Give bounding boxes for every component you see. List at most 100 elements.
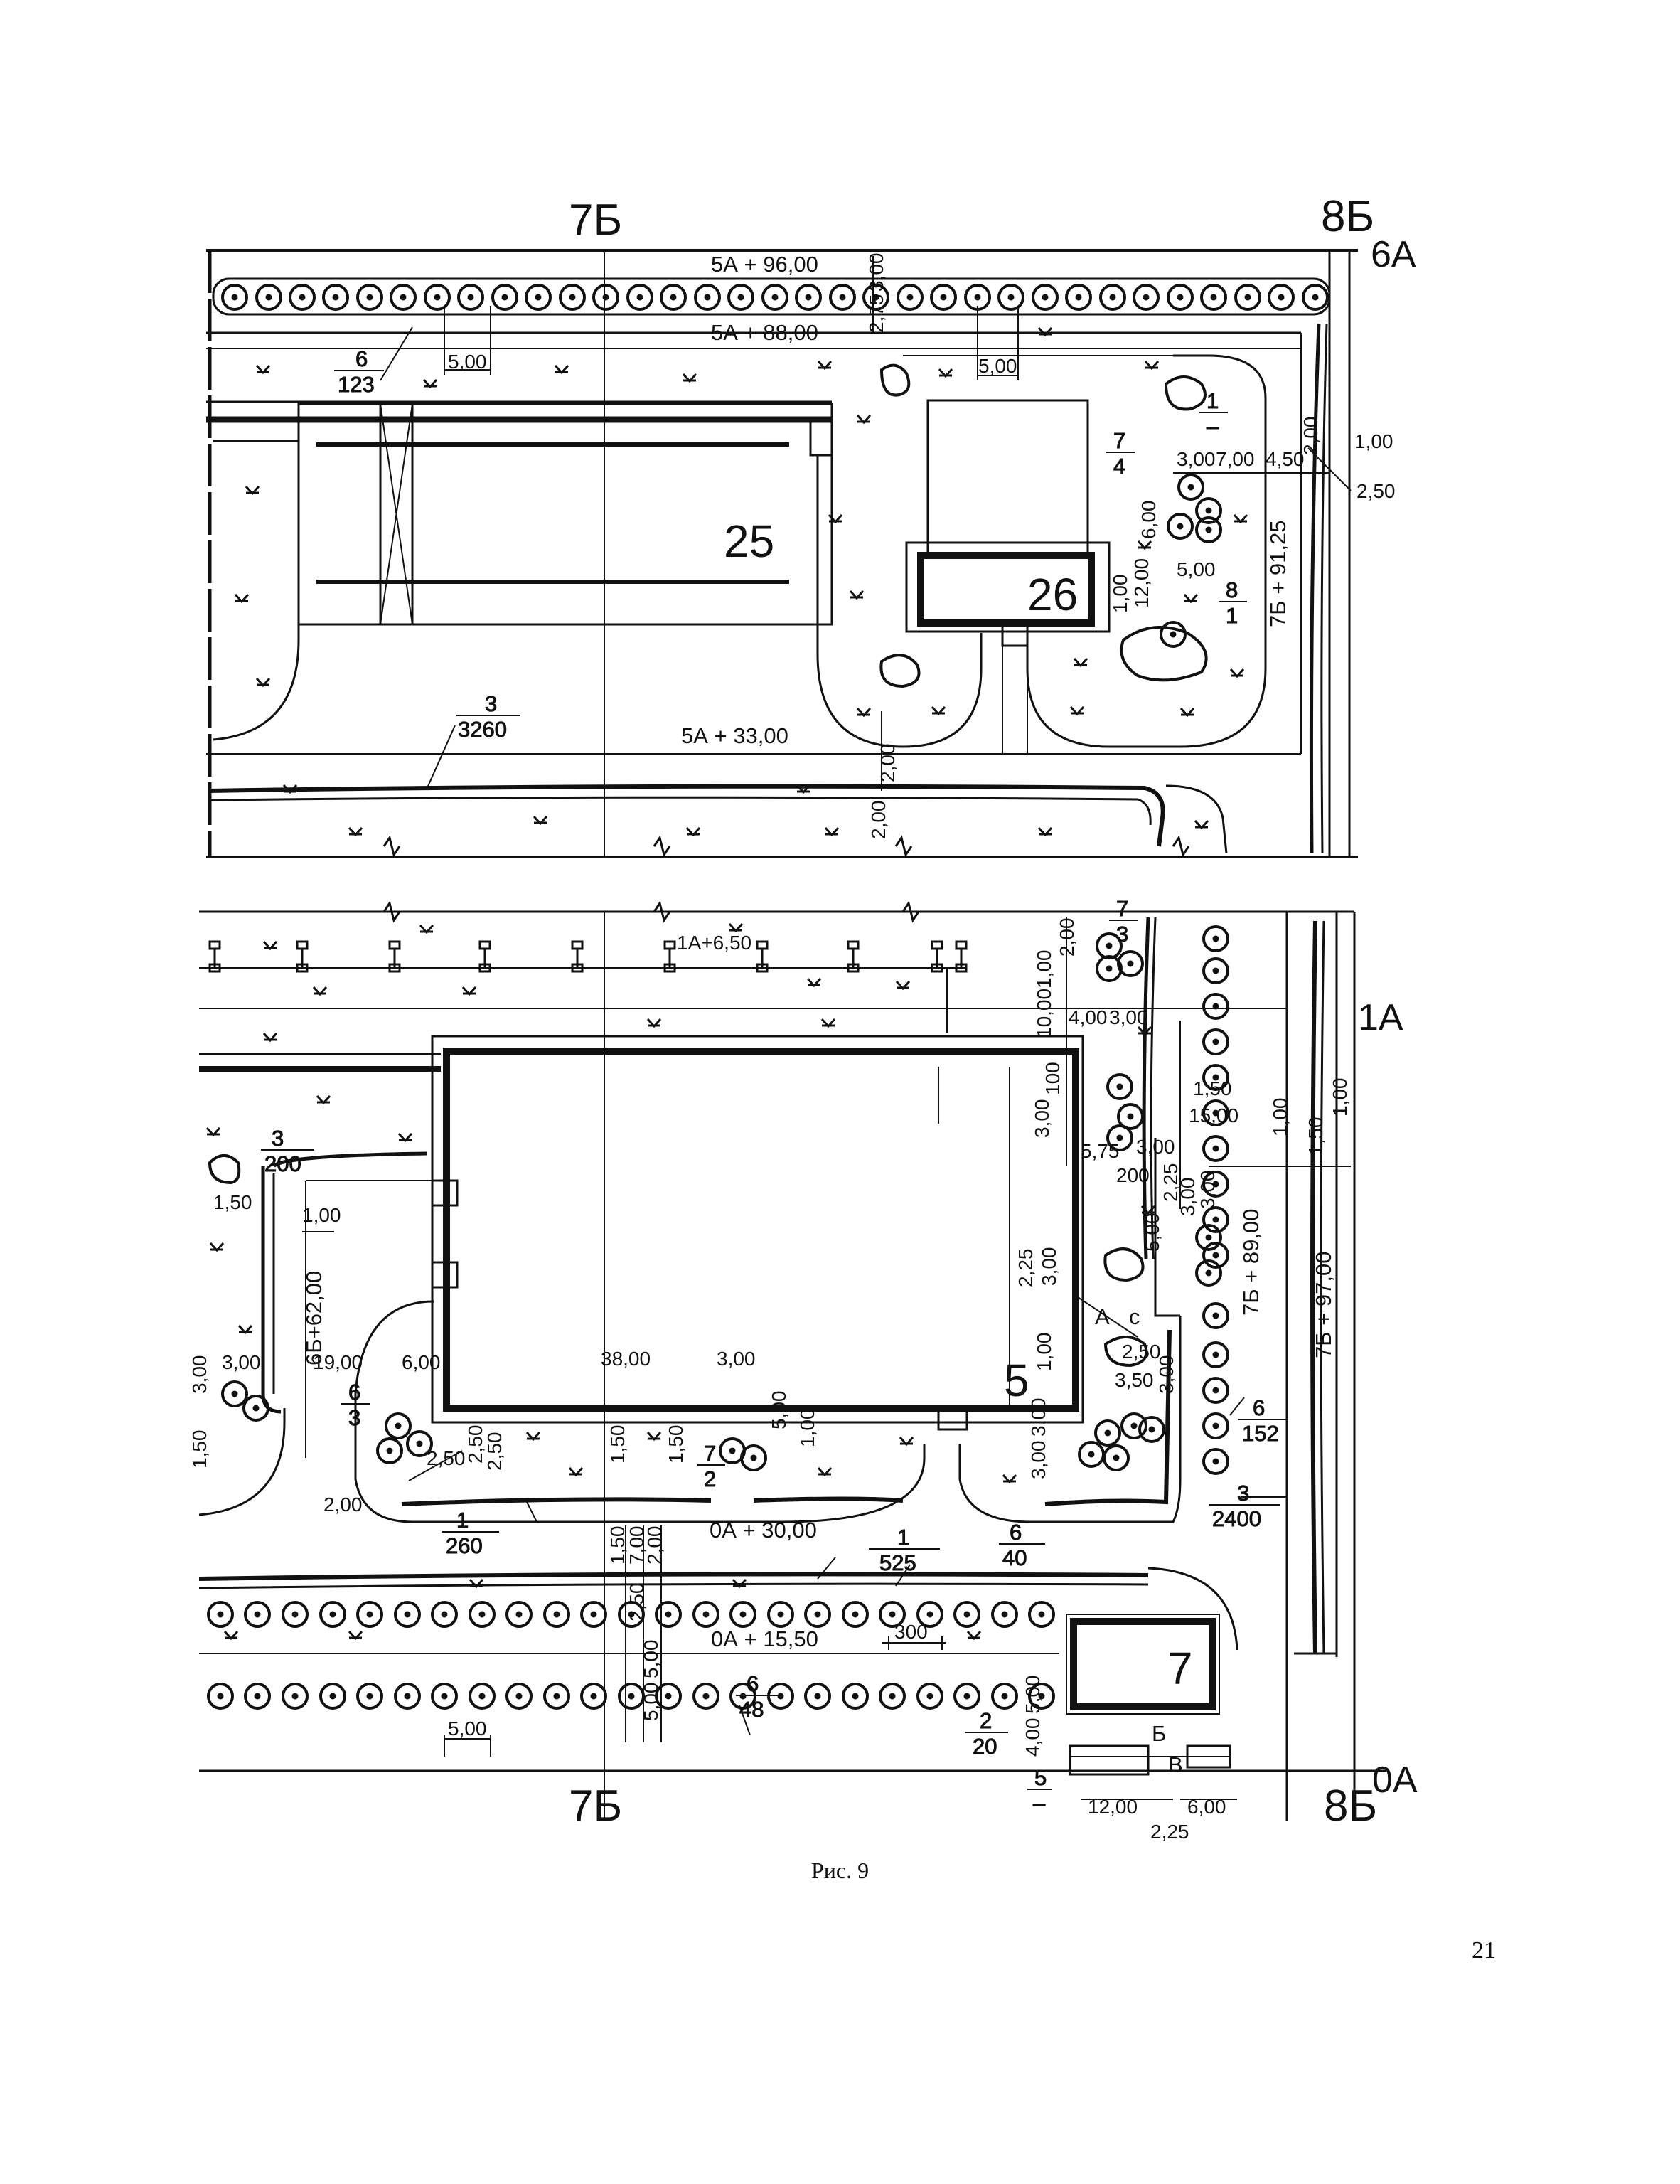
callout: 5–: [1027, 1765, 1052, 1816]
svg-text:3: 3: [1237, 1481, 1249, 1506]
axis-labels: 7Б 8Б 6А 7Б 8Б 0А 1А: [569, 192, 1418, 1831]
svg-text:200: 200: [264, 1151, 301, 1176]
svg-text:7: 7: [704, 1441, 716, 1466]
svg-text:7: 7: [1116, 896, 1128, 921]
svg-text:3,00: 3,00: [1038, 1247, 1060, 1287]
svg-text:1,50: 1,50: [1305, 1117, 1327, 1156]
axis-label-top-right: 8Б: [1321, 192, 1374, 241]
svg-text:20: 20: [973, 1734, 997, 1759]
svg-text:3,00: 3,00: [1109, 1006, 1148, 1028]
svg-text:19,00: 19,00: [313, 1351, 363, 1373]
svg-text:3,00: 3,00: [1027, 1398, 1049, 1437]
svg-text:2,25: 2,25: [1150, 1821, 1189, 1843]
page-number: 21: [1472, 1937, 1496, 1964]
svg-text:2,25: 2,25: [1015, 1249, 1037, 1288]
svg-text:2,00: 2,00: [877, 744, 899, 783]
svg-text:5,00: 5,00: [448, 351, 487, 373]
svg-text:10,00: 10,00: [1033, 989, 1055, 1038]
svg-text:2: 2: [980, 1708, 992, 1733]
svg-text:5: 5: [1034, 1765, 1047, 1790]
svg-text:6,00: 6,00: [1187, 1796, 1226, 1818]
svg-text:6,00: 6,00: [402, 1351, 441, 1373]
svg-text:6: 6: [1010, 1520, 1022, 1545]
svg-text:100: 100: [1042, 1062, 1064, 1095]
svg-text:1,50: 1,50: [1193, 1077, 1232, 1099]
svg-text:2,50: 2,50: [427, 1447, 466, 1469]
svg-text:40: 40: [1002, 1545, 1027, 1570]
svg-text:5А + 88,00: 5А + 88,00: [711, 320, 818, 345]
svg-text:3,00: 3,00: [1031, 1099, 1053, 1139]
svg-text:5А + 96,00: 5А + 96,00: [711, 252, 818, 277]
svg-text:200: 200: [1116, 1164, 1150, 1186]
axis-label-bottom-left: 7Б: [569, 1781, 622, 1831]
svg-text:4,00: 4,00: [1069, 1006, 1108, 1028]
svg-text:3: 3: [485, 691, 497, 716]
svg-text:0А + 30,00: 0А + 30,00: [710, 1518, 817, 1543]
callout: 81: [1219, 577, 1247, 629]
svg-text:5,00: 5,00: [978, 355, 1017, 377]
svg-text:2,25: 2,25: [1160, 1163, 1182, 1203]
svg-text:15,00: 15,00: [1189, 1104, 1238, 1126]
svg-text:1,50: 1,50: [606, 1425, 628, 1464]
svg-text:1,00: 1,00: [1033, 1333, 1055, 1372]
svg-text:5,00: 5,00: [1177, 558, 1216, 580]
svg-text:1,00: 1,00: [1033, 950, 1055, 989]
small-letters: А с Б В: [1095, 1304, 1183, 1777]
svg-text:2,00: 2,00: [643, 1526, 665, 1565]
building-7-label: 7: [1167, 1643, 1193, 1694]
svg-text:5А + 33,00: 5А + 33,00: [681, 723, 788, 748]
svg-text:2,00: 2,00: [867, 801, 889, 840]
svg-text:3: 3: [272, 1126, 284, 1151]
bottom-panel: [198, 900, 1386, 1821]
dimension-labels: 5,00 5,00 2,75 3,00 3,00 7,00 4,50 2,00 …: [188, 253, 1396, 1843]
svg-text:А: А: [1095, 1304, 1110, 1329]
svg-text:6: 6: [355, 346, 368, 371]
svg-text:5,00: 5,00: [1141, 1213, 1163, 1252]
svg-text:1,00: 1,00: [1329, 1078, 1351, 1117]
svg-text:2,00: 2,00: [323, 1493, 363, 1516]
svg-text:48: 48: [739, 1697, 764, 1722]
svg-text:1,00: 1,00: [1354, 430, 1393, 452]
svg-text:260: 260: [446, 1533, 483, 1558]
svg-text:5,75: 5,75: [1081, 1140, 1120, 1162]
svg-text:123: 123: [338, 372, 375, 397]
svg-text:3: 3: [348, 1405, 360, 1430]
axis-label-bottom-right: 8Б: [1324, 1781, 1377, 1831]
axis-label-bottom-right-row: 0А: [1372, 1759, 1418, 1801]
svg-text:2: 2: [704, 1466, 716, 1491]
level-marks: 5А + 96,00 5А + 88,00 5А + 33,00 7Б + 91…: [301, 252, 1336, 1651]
svg-text:2,75: 2,75: [865, 294, 887, 334]
figure-caption: Рис. 9: [810, 1858, 870, 1883]
callout: 220: [965, 1708, 1008, 1759]
svg-text:6: 6: [348, 1380, 360, 1405]
svg-text:2,50: 2,50: [1122, 1341, 1161, 1363]
svg-text:3,00: 3,00: [1197, 1171, 1219, 1210]
svg-text:В: В: [1168, 1752, 1183, 1777]
svg-text:1,50: 1,50: [665, 1425, 687, 1464]
svg-text:1,50: 1,50: [188, 1430, 210, 1469]
svg-text:2,50: 2,50: [483, 1432, 505, 1471]
building-5-label: 5: [1004, 1355, 1029, 1406]
callout: 63: [341, 1380, 370, 1431]
svg-text:5,00: 5,00: [768, 1391, 790, 1430]
callout: 74: [1106, 428, 1135, 479]
svg-text:152: 152: [1242, 1421, 1279, 1446]
svg-text:8: 8: [1226, 577, 1238, 602]
svg-text:7Б + 97,00: 7Б + 97,00: [1311, 1252, 1336, 1359]
svg-text:3,00: 3,00: [1155, 1355, 1177, 1395]
svg-text:1,50: 1,50: [606, 1526, 628, 1565]
svg-text:4: 4: [1113, 454, 1125, 479]
svg-text:–: –: [1033, 1791, 1046, 1816]
svg-text:0А + 15,50: 0А + 15,50: [711, 1626, 818, 1651]
svg-text:525: 525: [879, 1550, 916, 1575]
svg-text:7,00: 7,00: [626, 1526, 648, 1565]
svg-text:1,00: 1,00: [1109, 575, 1131, 614]
svg-text:1,00: 1,00: [302, 1204, 341, 1226]
svg-text:2400: 2400: [1212, 1506, 1261, 1531]
